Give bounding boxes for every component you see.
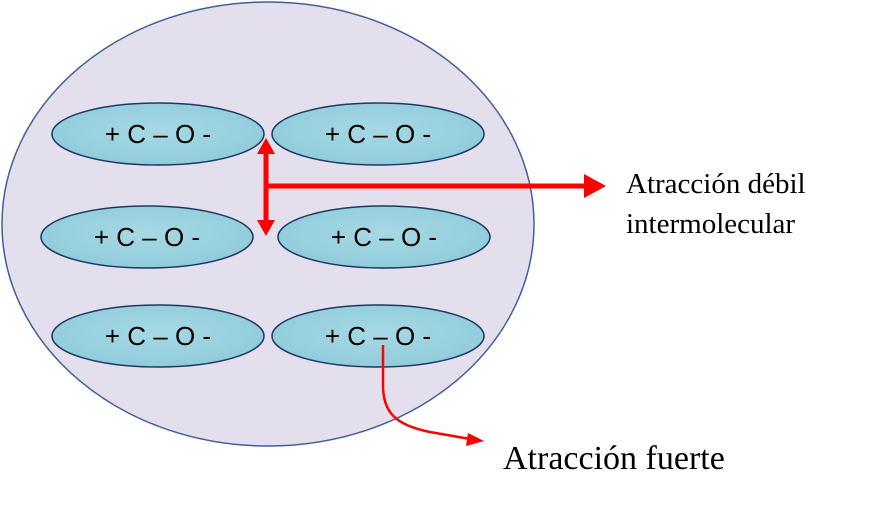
strong-attraction-curved-arrow xyxy=(381,345,484,446)
molecule-label: + C – O - xyxy=(331,222,437,252)
molecule-m5: + C – O - xyxy=(51,304,265,368)
molecule-label: + C – O - xyxy=(94,222,200,252)
molecule-m6: + C – O - xyxy=(271,304,485,368)
molecule-m3: + C – O - xyxy=(40,205,254,269)
weak-attraction-label-line1: Atracción débil xyxy=(626,168,806,200)
weak-attraction-label-line2: intermolecular xyxy=(626,208,795,240)
weak-attraction-pointer-arrow xyxy=(266,174,606,198)
strong-attraction-label: Atracción fuerte xyxy=(503,440,725,477)
molecule-m1: + C – O - xyxy=(51,102,265,166)
molecule-label: + C – O - xyxy=(325,321,431,351)
molecule-label: + C – O - xyxy=(105,321,211,351)
molecule-m4: + C – O - xyxy=(277,205,491,269)
molecule-label: + C – O - xyxy=(105,119,211,149)
molecule-m2: + C – O - xyxy=(271,102,485,166)
molecule-label: + C – O - xyxy=(325,119,431,149)
